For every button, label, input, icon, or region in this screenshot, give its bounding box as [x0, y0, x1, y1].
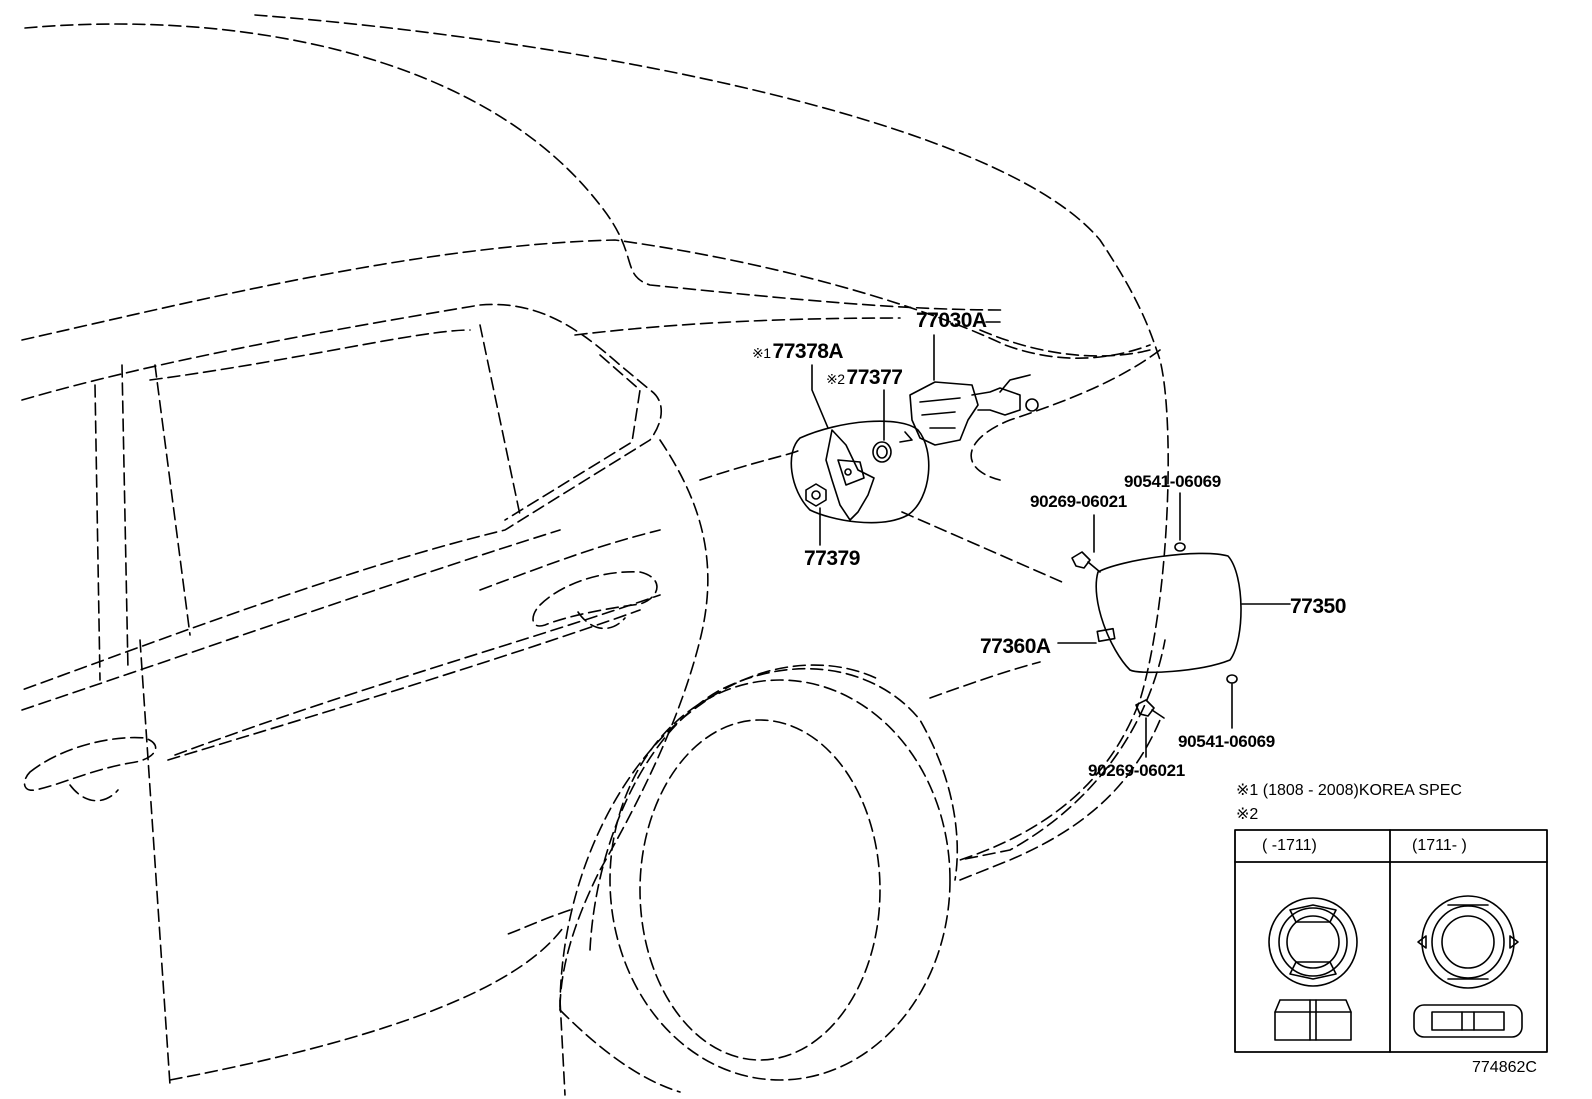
note-mark-2: ※2 — [826, 371, 845, 387]
note-mark-1: ※1 — [752, 345, 771, 361]
fuel-door-opening — [790, 420, 930, 524]
part-77377-grommet — [872, 389, 892, 463]
part-77360A-spring — [1057, 627, 1116, 644]
part-90541-screw-upper — [1174, 492, 1186, 552]
label-90269-lower: 90269-06021 — [1088, 761, 1185, 780]
part-77350-fuel-lid — [1095, 552, 1291, 674]
diagram-code: 774862C — [1472, 1059, 1537, 1076]
note-mark-2-heading: ※2 — [1236, 806, 1259, 823]
table-header-from-1711: (1711- ) — [1412, 837, 1467, 854]
part-77030A-actuator — [899, 321, 1039, 446]
part-90541-screw-lower — [1226, 674, 1238, 729]
label-90541-lower: 90541-06069 — [1178, 732, 1275, 751]
part-77378A-bracket — [811, 364, 875, 521]
label-77360A: 77360A — [980, 635, 1051, 658]
car-body-outline — [21, 14, 1169, 1096]
label-77350: 77350 — [1290, 595, 1346, 618]
label-90269-upper: 90269-06021 — [1030, 492, 1127, 511]
label-77377-group: ※277377 — [826, 366, 903, 389]
label-77378A-group: ※177378A — [752, 340, 844, 363]
grommet-variant-new — [1413, 895, 1523, 1038]
part-77379-nut — [805, 483, 827, 546]
grommet-variant-old — [1268, 897, 1358, 1041]
label-77377: 77377 — [846, 366, 903, 389]
variant-table — [1234, 829, 1548, 1053]
label-77030A: 77030A — [916, 309, 987, 332]
label-77378A: 77378A — [772, 340, 844, 363]
part-90269-clip-lower — [1135, 699, 1165, 758]
part-90269-clip-upper — [1071, 514, 1101, 573]
label-77379: 77379 — [804, 547, 860, 570]
note-korea-spec: ※1 (1808 - 2008)KOREA SPEC — [1236, 782, 1462, 799]
table-header-up-to-1711: ( -1711) — [1262, 837, 1317, 854]
label-90541-upper: 90541-06069 — [1124, 472, 1221, 491]
